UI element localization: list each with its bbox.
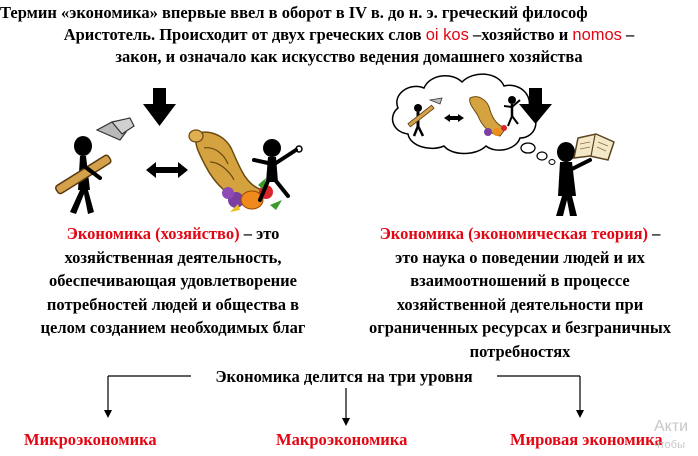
- left-definition-term: Экономика (хозяйство): [66, 224, 240, 243]
- intro-line-2-start: Аристотель. Происходит от двух греческих…: [63, 25, 426, 44]
- level-world: Мировая экономика: [510, 430, 663, 449]
- word-nomos: nomos: [572, 26, 622, 44]
- intro-text: Термин «экономика» впервые ввел в оборот…: [0, 2, 698, 68]
- right-definition-heading: Экономика (экономическая теория) –: [342, 222, 698, 246]
- levels-title: Экономика делится на три уровня: [191, 367, 497, 387]
- intro-line-2-end: –: [621, 25, 635, 44]
- left-definition-line: хозяйственная деятельность,: [64, 247, 282, 267]
- left-double-arrow-icon: [146, 162, 188, 178]
- thought-cloud-icon: [391, 73, 556, 165]
- level-macro: Макроэкономика: [276, 430, 408, 449]
- levels-arrowheads: [104, 410, 584, 426]
- intro-line-2: Аристотель. Происходит от двух греческих…: [0, 24, 698, 46]
- intro-line-2-mid: –хозяйство и: [468, 25, 573, 44]
- right-definition: Экономика (экономическая теория) – это н…: [342, 222, 698, 363]
- dancing-figure-icon: [252, 139, 303, 202]
- left-definition-line: обеспечивающая удовлетворение: [48, 271, 298, 290]
- word-oikos: oi kos: [425, 26, 469, 44]
- watermark-line-2: чтобы: [654, 439, 685, 451]
- intro-line-1: Термин «экономика» впервые ввел в оборот…: [0, 3, 588, 22]
- left-definition-dash: – это: [239, 224, 280, 243]
- right-definition-line: потребностях: [469, 341, 571, 361]
- right-definition-line: это наука о поведении людей и их: [395, 247, 645, 267]
- right-definition-line: взаимоотношений в процессе: [410, 271, 630, 290]
- right-definition-dash: –: [648, 224, 661, 243]
- watermark-line-1: Акти: [654, 418, 689, 435]
- right-definition-term: Экономика (экономическая теория): [379, 224, 649, 243]
- right-down-arrow-icon: [519, 88, 552, 124]
- reader-with-book-icon: [556, 133, 615, 216]
- left-definition-line: целом созданием необходимых благ: [40, 318, 306, 337]
- intro-line-3: закон, и означало как искусство ведения …: [115, 47, 583, 66]
- right-definition-line: ограниченных ресурсах и безграничных: [369, 318, 671, 337]
- left-definition-heading: Экономика (хозяйство) – это: [18, 222, 328, 246]
- level-micro: Микроэкономика: [24, 430, 157, 449]
- right-definition-line: хозяйственной деятельности при: [396, 294, 644, 314]
- left-definition-line: потребностей людей и общества в: [46, 294, 300, 314]
- left-definition: Экономика (хозяйство) – это хозяйственна…: [18, 222, 328, 340]
- cornucopia-icon: [188, 129, 282, 212]
- levels-connector: [107, 375, 581, 422]
- worker-with-hammer-icon: [54, 117, 135, 214]
- left-down-arrow-icon: [143, 88, 176, 126]
